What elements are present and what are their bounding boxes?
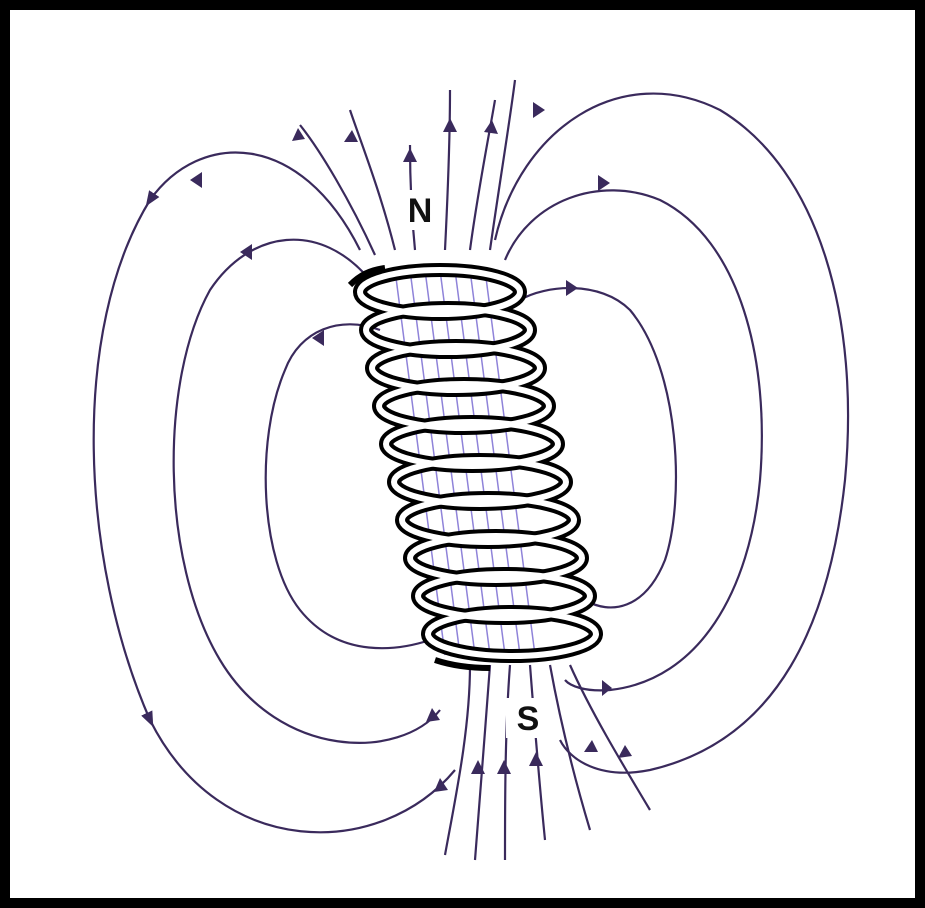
field-arrow-icon: [426, 708, 440, 722]
field-line-top-2: [350, 110, 395, 250]
field-arrow-icon: [344, 130, 358, 142]
field-line-right-inner: [520, 288, 676, 607]
field-arrow-icon: [529, 752, 543, 766]
south-pole-label: S: [517, 700, 540, 738]
north-pole-label: N: [408, 192, 433, 230]
field-arrow-icon: [403, 148, 417, 162]
field-arrow-icon: [484, 120, 498, 134]
field-arrow-icon: [584, 740, 598, 752]
field-arrow-icon: [618, 745, 632, 758]
field-arrow-icon: [190, 172, 202, 188]
solenoid-coil-icon: [350, 268, 596, 668]
field-line-top-4: [445, 90, 450, 250]
field-arrow-icon: [443, 118, 457, 132]
field-line-bottom-3: [505, 665, 510, 860]
field-arrow-icon: [566, 280, 578, 296]
field-arrow-icon: [602, 680, 612, 696]
field-line-bottom-4: [530, 665, 545, 840]
field-arrow-icon: [497, 760, 511, 774]
field-arrow-icon: [533, 102, 545, 118]
field-arrow-icon: [598, 175, 610, 191]
field-line-bottom-1: [445, 665, 470, 855]
field-line-top-1: [300, 125, 375, 255]
